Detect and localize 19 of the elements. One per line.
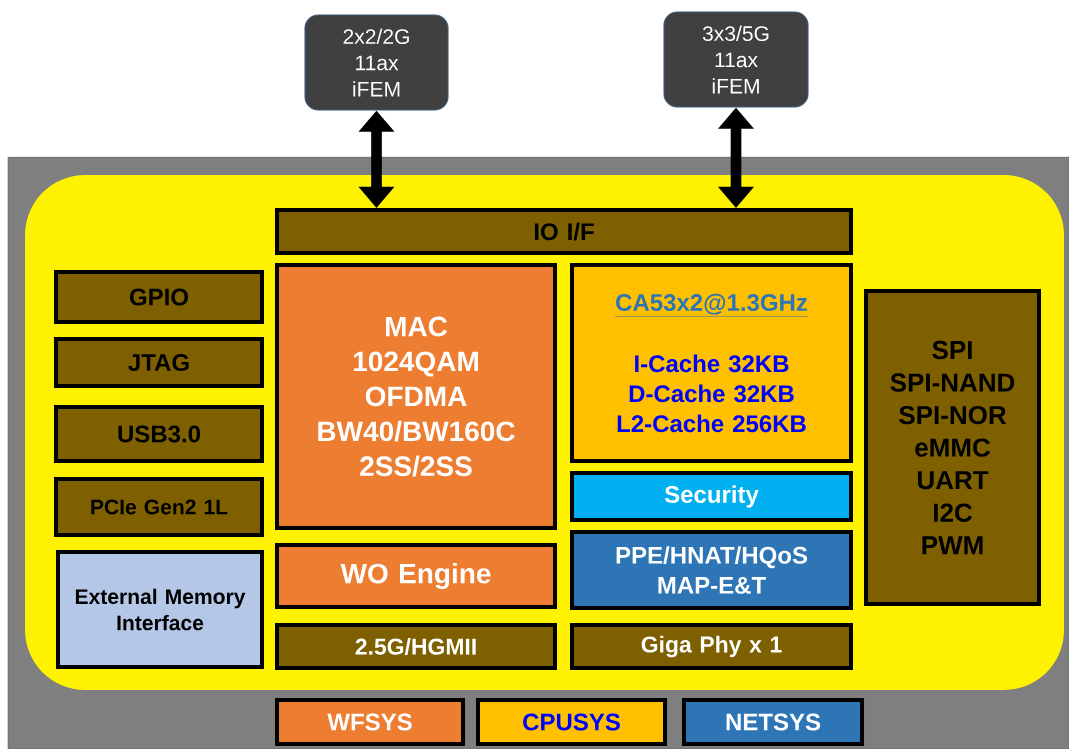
block-box: MAC 1024QAM OFDMA BW40/BW160C 2SS/2SS [275, 263, 557, 530]
legend-key: CPUSYS [476, 698, 667, 746]
interface-box: PCIe Gen2 1L [54, 477, 264, 537]
legend-key: WFSYS [275, 698, 465, 746]
cpu-box: CA53x2@1.3GHz I-Cache 32KB D-Cache 32KB L2-Cache 256KB [570, 263, 853, 463]
interface-box: Giga Phy x 1 [570, 623, 853, 670]
interface-box: SPI SPI-NAND SPI-NOR eMMC UART I2C PWM [864, 289, 1042, 606]
interface-box: GPIO [54, 270, 264, 324]
module-box: 3x3/5G 11ax iFEM [663, 11, 809, 108]
interface-box: 2.5G/HGMII [275, 623, 557, 670]
block-box: PPE/HNAT/HQoS MAP-E&T [570, 530, 853, 610]
interface-bar: IO I/F [275, 208, 853, 255]
legend-key: NETSYS [682, 698, 864, 746]
interface-box: External Memory Interface [56, 550, 264, 669]
block-box: WO Engine [275, 543, 557, 609]
block-box: Security [570, 471, 853, 522]
interface-box: USB3.0 [54, 405, 264, 463]
module-box: 2x2/2G 11ax iFEM [304, 14, 449, 111]
interface-box: JTAG [54, 337, 264, 388]
